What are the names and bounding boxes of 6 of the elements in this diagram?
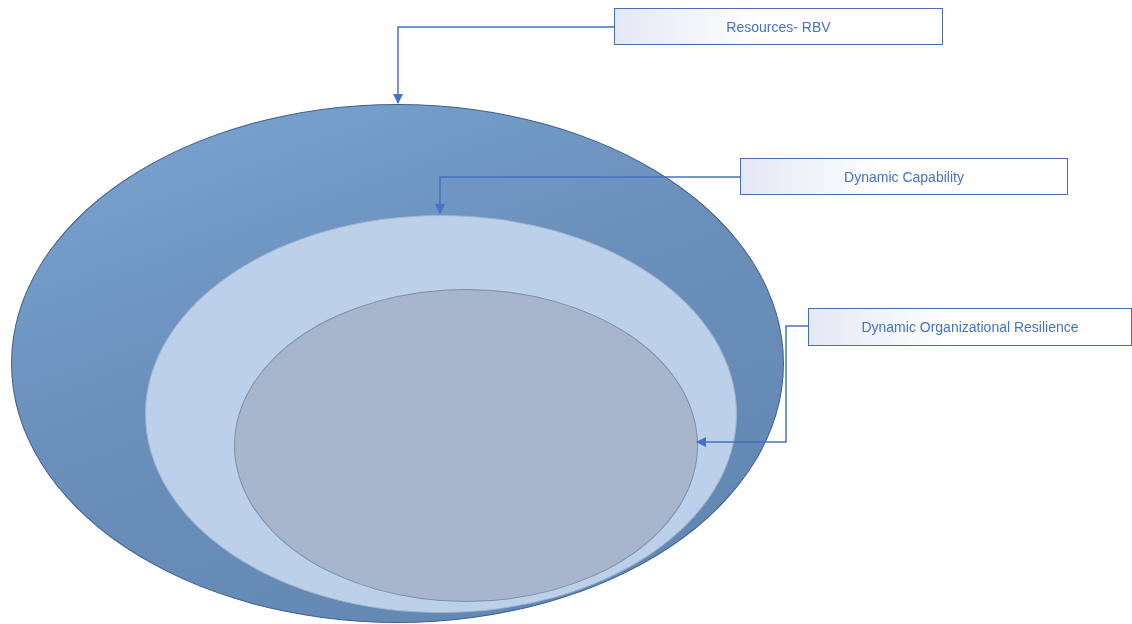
arrow: [434, 176, 741, 215]
arrow: [392, 26, 615, 105]
arrow: [695, 325, 809, 448]
label-box: Dynamic Capability: [740, 158, 1068, 195]
label-box: Resources- RBV: [614, 8, 943, 45]
label-box: Dynamic Organizational Resilience: [808, 308, 1132, 346]
